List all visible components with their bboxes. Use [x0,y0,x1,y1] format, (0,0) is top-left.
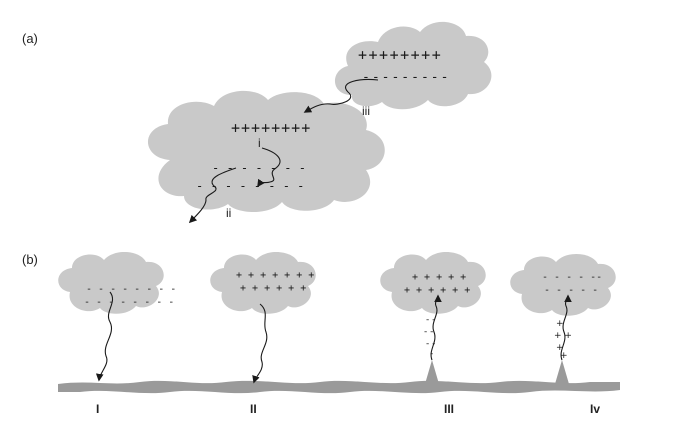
bolt-b4 [560,294,572,361]
leader-charge-b3-1: - - [426,315,435,325]
leader-charge-b3-4: - [430,349,433,359]
lower-cloud-top-charges: ++++++++ [231,119,311,137]
leader-charge-b4-3: + [556,343,564,353]
bolt-b3 [430,294,442,361]
upper-cloud-bottom-charges: --------- [362,70,450,85]
label-b-I: I [96,402,99,416]
label-b-II: II [250,402,257,416]
bolt-i [257,147,281,188]
cloud-b3-row2: + + + + + + [404,285,470,296]
leader-charge-b4-1: + [556,319,564,329]
cloud-b1-row1: - - - - - - - - [86,284,176,295]
lower-cloud [147,90,385,212]
cloud-b1 [58,251,164,314]
spike-b4 [555,360,569,384]
cloud-b4-row1: - - - - -- [542,272,602,283]
cloud-b4 [510,253,616,316]
cloud-b3-row1: + + + + + [412,272,466,283]
panel-b-label: (b) [22,252,38,267]
cloud-b1-row2: - - - - - - - - [84,297,174,308]
label-b-III: III [444,402,454,416]
cloud-b2-row1: + + + + + + + [236,270,314,281]
bolt-b1 [95,291,114,382]
label-iii: iii [362,104,370,118]
leader-charge-b4-4: + [560,351,568,361]
label-i: i [258,136,261,150]
leader-charges-b3: - - - - - - - [424,315,435,359]
cloud-b3 [380,251,486,314]
spike-b3 [425,360,439,384]
lower-cloud-bottom-row2: - - - - - - - - [196,179,304,193]
bolt-iii [303,78,379,113]
cloud-b2 [210,251,316,314]
cloud-b2-row2: + + + + + + [240,283,306,294]
leader-charges-b4: + + + + + [554,319,572,361]
label-ii: ii [226,206,231,220]
cloud-b4-row2: - - - - - [544,285,598,296]
label-b-Iv: Iv [590,402,600,416]
leader-charge-b3-3: - - [426,339,435,349]
leader-charge-b4-2: + + [554,331,572,341]
panel-a-label: (a) [22,31,38,46]
bolt-b2 [252,303,268,384]
bolt-ii [188,167,237,224]
leader-charge-b3-2: - - [424,327,433,337]
ground [58,380,620,394]
lower-cloud-bottom-row1: - - - - - - - [212,161,306,175]
upper-cloud-top-charges: ++++++++ [358,46,442,64]
upper-cloud [334,21,492,110]
